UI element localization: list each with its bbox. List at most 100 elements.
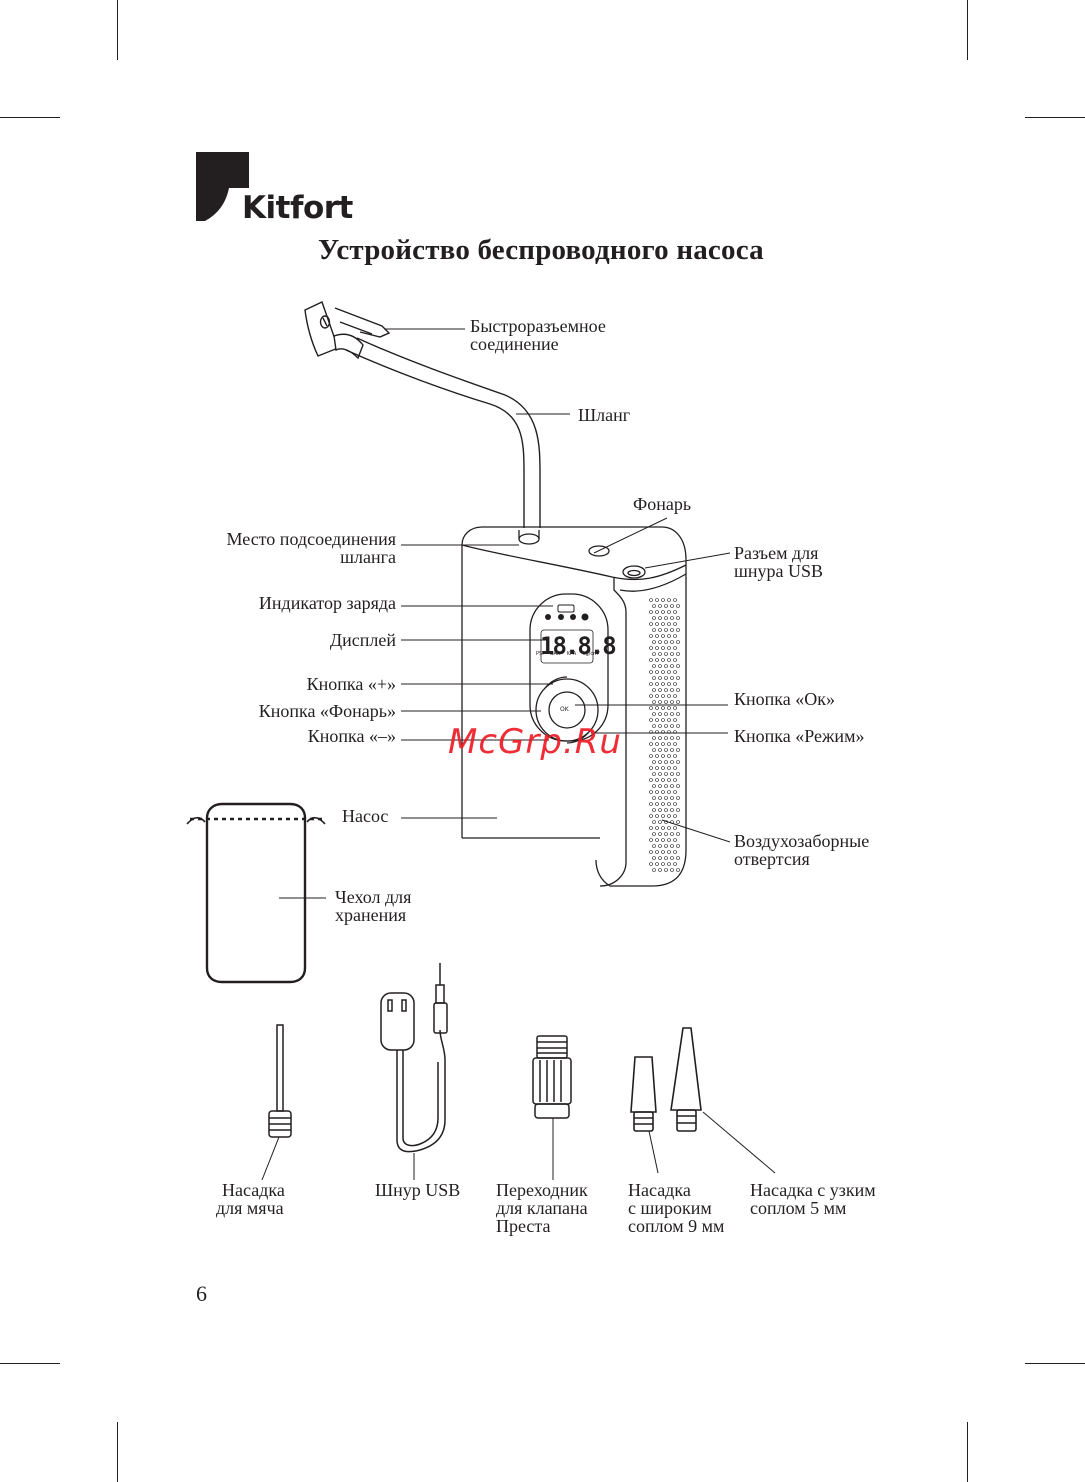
- air-intake-hole: [661, 670, 665, 674]
- air-intake-hole: [673, 682, 677, 686]
- air-intake-hole: [676, 628, 680, 632]
- air-intake-hole: [676, 640, 680, 644]
- label-storage-bag: Чехол для хранения: [335, 887, 412, 925]
- page-title: Устройство беспроводного насоса: [318, 234, 764, 266]
- crop-mark: [967, 0, 968, 60]
- air-intake-hole: [649, 814, 653, 818]
- air-intake-hole: [658, 688, 662, 692]
- air-intake-hole: [667, 694, 671, 698]
- air-intake-hole: [661, 802, 665, 806]
- air-intake-hole: [661, 682, 665, 686]
- air-intake-hole: [658, 676, 662, 680]
- air-intake-hole: [670, 652, 674, 656]
- air-intake-hole: [652, 820, 656, 824]
- air-intake-hole: [652, 856, 656, 860]
- air-intake-hole: [670, 832, 674, 836]
- air-intake-hole: [676, 868, 680, 872]
- logo-icon: [196, 152, 249, 221]
- air-intake-hole: [655, 778, 659, 782]
- air-intake-hole: [661, 766, 665, 770]
- label-usb-port: Разъем для шнура USB: [734, 543, 823, 581]
- air-intake-hole: [667, 598, 671, 602]
- air-intake-hole: [670, 772, 674, 776]
- air-intake-hole: [661, 634, 665, 638]
- display-units: PSI BAR KPA kg/cm²: [536, 651, 600, 657]
- page-number: 6: [196, 1281, 207, 1306]
- air-intake-hole: [667, 754, 671, 758]
- air-intake-hole: [676, 652, 680, 656]
- air-intake-hole: [670, 616, 674, 620]
- crop-mark: [1025, 117, 1085, 118]
- air-intake-hole: [673, 634, 677, 638]
- air-intake-hole: [652, 760, 656, 764]
- air-intake-hole: [670, 796, 674, 800]
- crop-mark: [117, 0, 118, 60]
- air-intake-hole: [664, 808, 668, 812]
- label-wide-nozzle: Насадка с широким соплом 9 мм: [628, 1180, 725, 1236]
- air-intake-hole: [667, 814, 671, 818]
- air-intake-hole: [664, 712, 668, 716]
- air-intake-hole: [670, 784, 674, 788]
- air-intake-hole: [670, 676, 674, 680]
- air-intake-hole: [670, 808, 674, 812]
- air-intake-hole: [661, 718, 665, 722]
- air-intake-hole: [655, 790, 659, 794]
- air-intake-hole: [649, 622, 653, 626]
- air-intake-hole: [652, 784, 656, 788]
- air-intake-hole: [652, 652, 656, 656]
- air-intake-hole: [664, 664, 668, 668]
- air-intake-hole: [649, 754, 653, 758]
- air-intake-hole: [655, 598, 659, 602]
- air-intake-hole: [658, 616, 662, 620]
- air-intake-hole: [652, 616, 656, 620]
- crop-mark: [1025, 1363, 1085, 1364]
- air-intake-hole: [673, 778, 677, 782]
- air-intake-hole: [664, 796, 668, 800]
- air-intake-hole: [670, 712, 674, 716]
- air-intake-hole: [658, 736, 662, 740]
- air-intake-hole: [658, 748, 662, 752]
- air-intake-hole: [664, 784, 668, 788]
- air-intake-hole: [676, 808, 680, 812]
- air-intake-hole: [661, 790, 665, 794]
- air-intake-hole: [667, 706, 671, 710]
- air-intake-hole: [655, 814, 659, 818]
- air-intake-hole: [649, 658, 653, 662]
- air-intake-hole: [664, 868, 668, 872]
- presta-adapter-drawing: [532, 1035, 572, 1119]
- air-intake-hole: [667, 670, 671, 674]
- air-intake-hole: [667, 610, 671, 614]
- air-intake-hole: [673, 850, 677, 854]
- air-intake-hole: [658, 796, 662, 800]
- air-intake-hole: [658, 772, 662, 776]
- air-intake-hole: [649, 598, 653, 602]
- air-intake-hole: [664, 736, 668, 740]
- air-intake-hole: [673, 862, 677, 866]
- air-intake-hole: [670, 700, 674, 704]
- air-intake-hole: [673, 838, 677, 842]
- air-intake-hole: [676, 796, 680, 800]
- label-charge-indicator: Индикатор заряда: [258, 593, 396, 613]
- air-intake-hole: [658, 820, 662, 824]
- label-flashlight: Фонарь: [633, 494, 692, 514]
- air-intake-hole: [649, 646, 653, 650]
- wide-nozzle-drawing: [630, 1056, 657, 1132]
- air-intake-hole: [673, 754, 677, 758]
- storage-bag-drawing: [186, 802, 326, 984]
- air-intake-hole: [664, 676, 668, 680]
- air-intake-hole: [676, 748, 680, 752]
- air-intake-hole: [652, 844, 656, 848]
- air-intake-hole: [664, 844, 668, 848]
- air-intake-hole: [664, 640, 668, 644]
- air-intake-hole: [667, 766, 671, 770]
- air-intake-hole: [676, 832, 680, 836]
- air-intake-hole: [664, 832, 668, 836]
- air-intake-hole: [667, 682, 671, 686]
- air-intake-hole: [649, 694, 653, 698]
- air-intake-hole: [664, 688, 668, 692]
- air-intake-hole: [658, 628, 662, 632]
- air-intake-hole: [661, 778, 665, 782]
- air-intake-hole: [664, 856, 668, 860]
- air-intake-hole: [652, 724, 656, 728]
- hose-drawing: [345, 337, 541, 528]
